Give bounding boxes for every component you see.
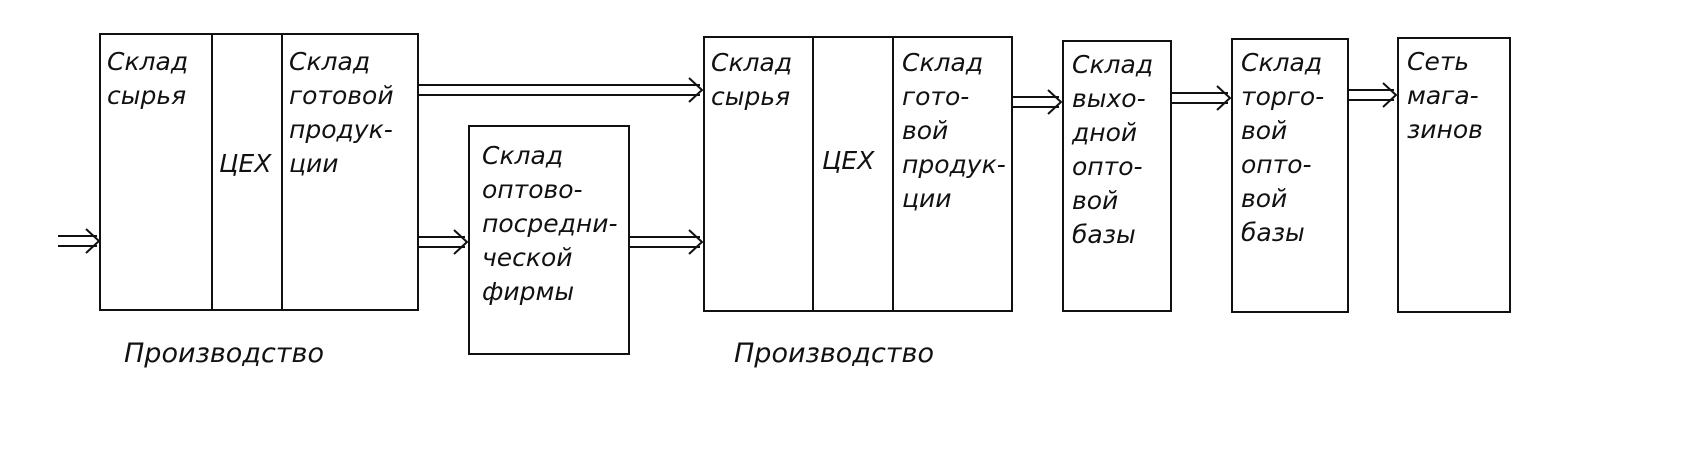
- arrow-production1-to-production2: [419, 77, 704, 103]
- trade-wholesale-base-label: Склад торго- вой опто- вой базы: [1241, 48, 1325, 247]
- arrow-production2-to-outgoing-base: [1013, 89, 1063, 115]
- production-1-caption: Производство: [124, 338, 324, 369]
- trade-wholesale-base: Склад торго- вой опто- вой базы: [1231, 38, 1349, 313]
- arrow-outgoing-base-to-trade-base: [1172, 85, 1232, 111]
- production-2-caption: Производство: [734, 338, 934, 369]
- production-1-block: Склад сырья ЦЕХ Склад готовой продук- ци…: [99, 33, 419, 311]
- arrow-production1-to-wholesale-firm: [419, 229, 469, 255]
- store-network-label: Сеть мага- зинов: [1407, 47, 1483, 144]
- workshop-1: ЦЕХ: [211, 35, 281, 309]
- outgoing-wholesale-base-label: Склад выхо- дной опто- вой базы: [1072, 50, 1154, 249]
- workshop-2-label: ЦЕХ: [822, 146, 875, 175]
- finished-goods-warehouse-1: Склад готовой продук- ции: [281, 35, 417, 309]
- production-2-block: Склад сырья ЦЕХ Склад гото- вой продук- …: [703, 36, 1013, 312]
- store-network: Сеть мага- зинов: [1397, 37, 1511, 313]
- raw-material-warehouse-1: Склад сырья: [101, 35, 211, 309]
- finished-goods-warehouse-1-label: Склад готовой продук- ции: [289, 47, 394, 178]
- input-arrow: [58, 228, 101, 254]
- arrow-wholesale-firm-to-production2: [630, 229, 704, 255]
- wholesale-intermediary-warehouse-label: Склад оптово- посредни- ческой фирмы: [482, 141, 618, 306]
- raw-material-warehouse-2-label: Склад сырья: [711, 48, 793, 111]
- wholesale-intermediary-warehouse: Склад оптово- посредни- ческой фирмы: [468, 125, 630, 355]
- raw-material-warehouse-2: Склад сырья: [705, 38, 812, 310]
- outgoing-wholesale-base: Склад выхо- дной опто- вой базы: [1062, 40, 1172, 312]
- workshop-2: ЦЕХ: [812, 38, 892, 310]
- finished-goods-warehouse-2-label: Склад гото- вой продук- ции: [902, 48, 1006, 213]
- raw-material-warehouse-1-label: Склад сырья: [107, 47, 189, 110]
- workshop-1-label: ЦЕХ: [219, 149, 272, 178]
- arrow-trade-base-to-store-network: [1349, 82, 1398, 108]
- finished-goods-warehouse-2: Склад гото- вой продук- ции: [892, 38, 1011, 310]
